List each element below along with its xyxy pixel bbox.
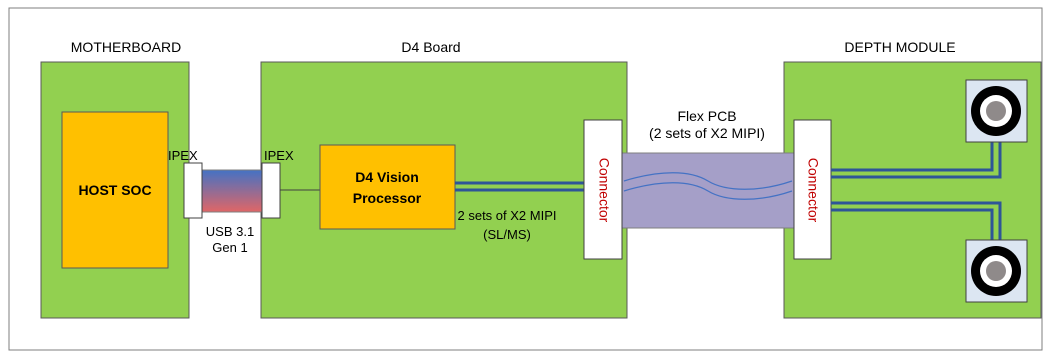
ipex-left-label: IPEX <box>168 148 198 163</box>
d4-board-title: D4 Board <box>401 39 460 55</box>
sensor-traces <box>831 142 1002 240</box>
flex-pcb-label-line2: (2 sets of X2 MIPI) <box>649 125 765 141</box>
camera-lens-icon <box>971 86 1021 136</box>
ipex-right-label: IPEX <box>264 148 294 163</box>
depth-module-title: DEPTH MODULE <box>844 39 955 55</box>
host-soc-label: HOST SOC <box>78 182 151 198</box>
processor-label-line1: D4 Vision <box>355 169 419 185</box>
host-soc-block <box>61 111 169 269</box>
processor-label-line2: Processor <box>353 190 422 206</box>
mipi-label-line1: 2 sets of X2 MIPI <box>458 208 557 223</box>
connector-left <box>583 119 623 260</box>
connector-left-label: Connector <box>596 158 612 223</box>
mipi-traces <box>455 181 584 192</box>
usb-label-line2: Gen 1 <box>212 240 247 255</box>
connector-right <box>793 119 832 260</box>
sensor-top <box>965 79 1028 143</box>
ipex-left-connector <box>183 162 203 219</box>
ipex-right-connector <box>261 162 281 219</box>
camera-lens-icon <box>971 246 1021 296</box>
d4-processor-block <box>319 144 456 230</box>
motherboard-title: MOTHERBOARD <box>71 39 181 55</box>
mipi-label-line2: (SL/MS) <box>483 227 531 242</box>
usb-label-line1: USB 3.1 <box>206 224 254 239</box>
usb-cable <box>199 169 265 213</box>
flex-pcb-label-line1: Flex PCB <box>677 108 736 124</box>
flex-pcb-traces <box>623 172 793 200</box>
sensor-bottom <box>965 239 1028 303</box>
connector-right-label: Connector <box>805 158 821 223</box>
